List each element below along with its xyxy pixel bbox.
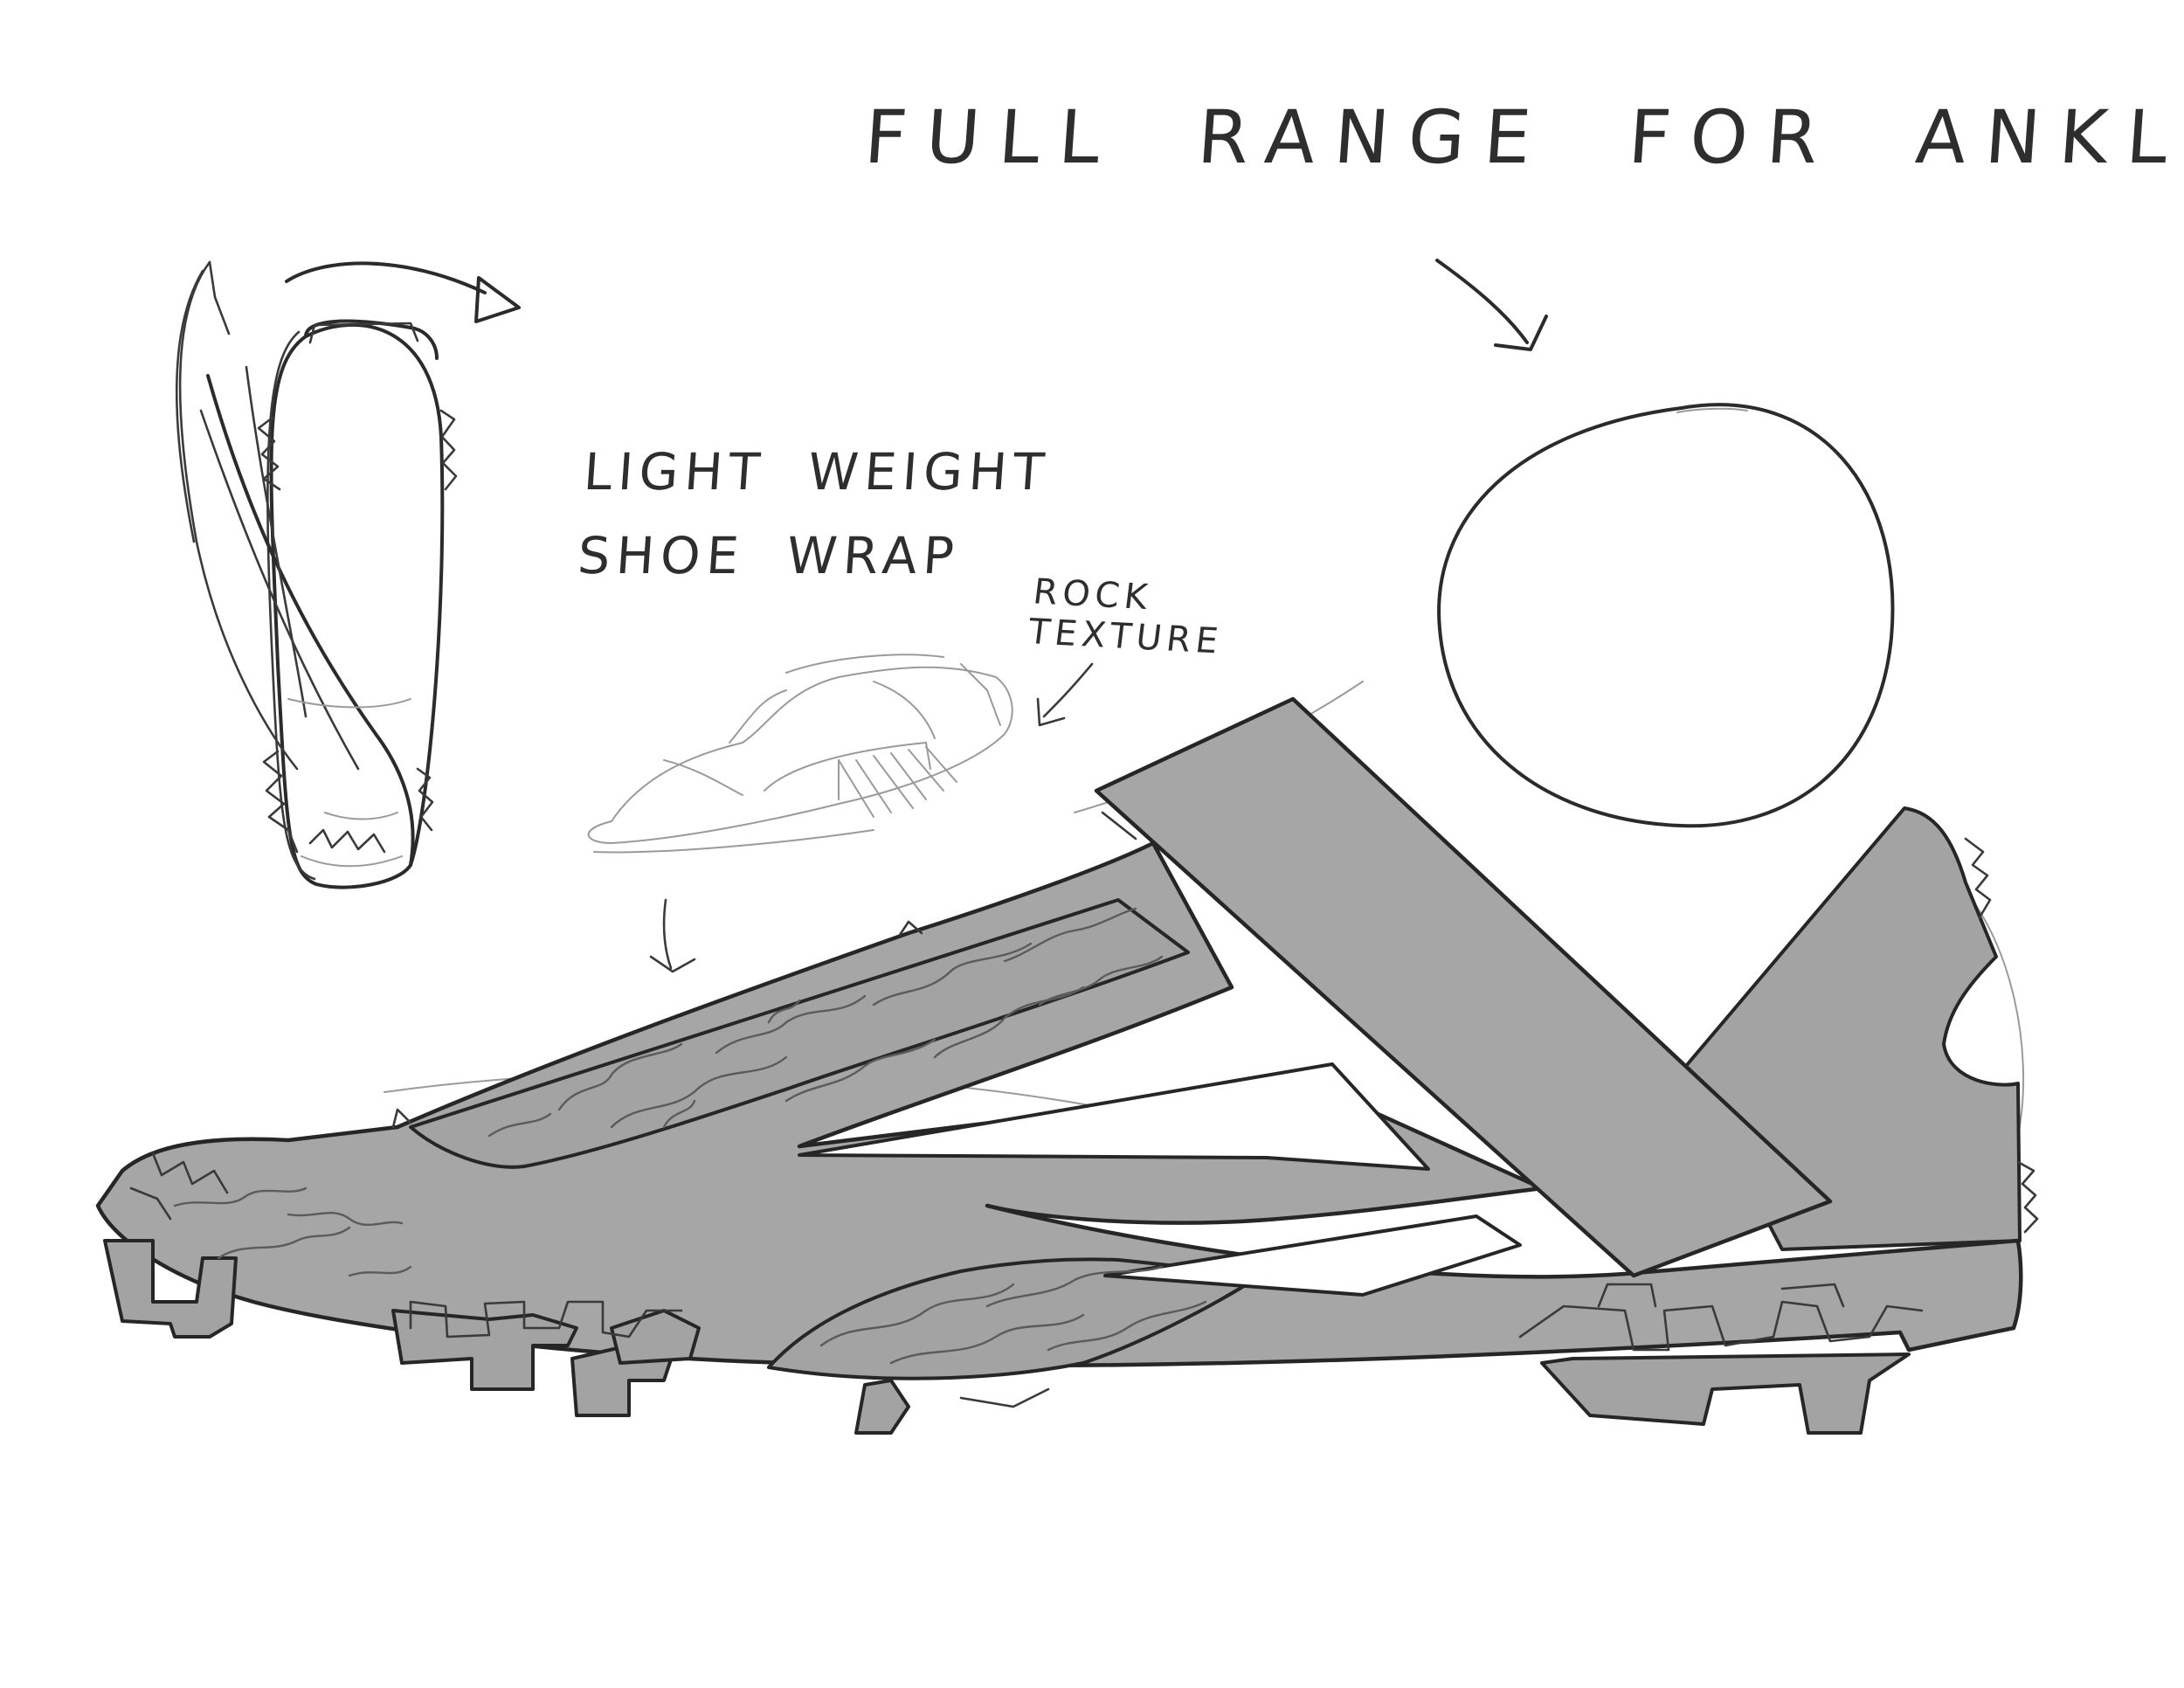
top-view-sketch <box>175 260 521 889</box>
side-view-shoe <box>95 681 2039 1435</box>
rotation-arrow-icon <box>285 261 487 294</box>
shoe-wrap-annotation-line2: SHOE WRAP <box>576 526 962 585</box>
shoe-wrap-annotation: LIGHT WEIGHT SHOE WRAP <box>575 430 1053 598</box>
ankle-range-circle <box>1437 403 1895 828</box>
rock-texture-annotation: ROCK TEXTURE <box>1026 571 1230 661</box>
pointer-arrow-icon <box>1435 259 1548 351</box>
shoe-wrap-annotation-line1: LIGHT WEIGHT <box>581 442 1053 502</box>
title-annotation: FULL RANGE FOR ANKLE <box>861 94 2184 180</box>
rock-texture-detail-sketch <box>587 654 1094 973</box>
